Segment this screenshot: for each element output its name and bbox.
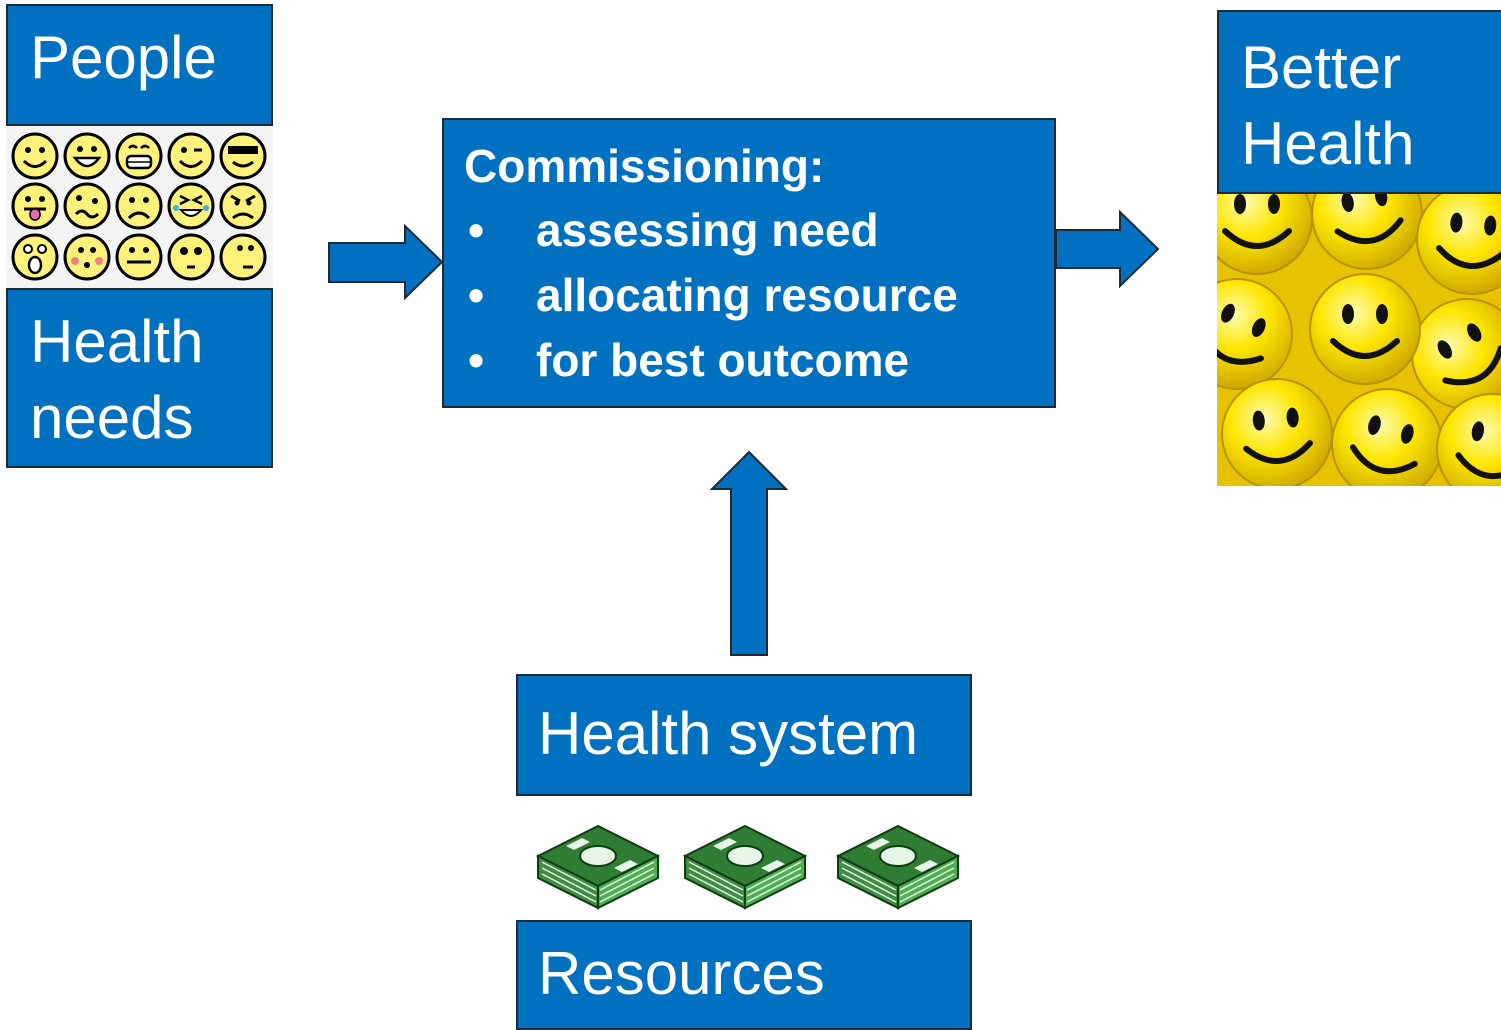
people-label: People [30, 24, 217, 91]
health-needs-box: Health needs [6, 288, 273, 468]
money-stack-icon [537, 825, 659, 909]
arrow-up-system-to-commissioning [709, 450, 789, 656]
people-box: People [6, 4, 273, 126]
arrow-right-commissioning-to-health [1055, 209, 1160, 289]
resources-label: Resources [538, 940, 825, 1007]
commissioning-list: assessing need allocating resource for b… [464, 198, 1054, 393]
better-health-label: Better Health [1241, 34, 1415, 177]
better-health-box: Better Health [1217, 10, 1501, 194]
commissioning-item: for best outcome [464, 328, 1054, 393]
arrow-right-needs-to-commissioning [328, 223, 444, 301]
health-needs-label: Health needs [30, 308, 204, 451]
commissioning-box: Commissioning: assessing need allocating… [442, 118, 1056, 408]
smiley-faces-image-icon [1217, 194, 1501, 486]
commissioning-item: allocating resource [464, 263, 1054, 328]
money-stack-icon [837, 825, 959, 909]
commissioning-title: Commissioning: [464, 140, 825, 192]
resources-box: Resources [516, 920, 972, 1030]
health-system-box: Health system [516, 674, 972, 796]
money-stack-icon [684, 825, 806, 909]
money-row [520, 808, 970, 918]
commissioning-item: assessing need [464, 198, 1054, 263]
emoticon-faces-grid-icon [6, 126, 273, 288]
health-system-label: Health system [538, 700, 919, 767]
